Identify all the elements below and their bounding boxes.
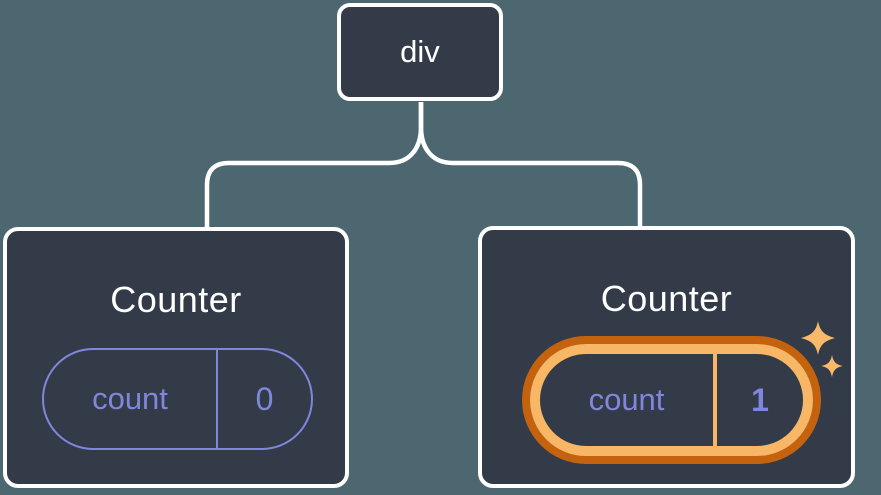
state-key-label: count: [588, 382, 665, 417]
component-card-right: Counter count 1: [478, 226, 855, 488]
connector-left-branch: [204, 102, 424, 228]
root-node: div: [337, 3, 503, 101]
component-card-left: Counter count 0: [3, 227, 349, 488]
root-node-label: div: [400, 34, 440, 69]
state-value: 1: [751, 381, 769, 418]
sparkle-large: [801, 321, 835, 355]
state-pill-divider: [713, 354, 717, 446]
state-value: 0: [255, 380, 274, 417]
component-title: Counter: [110, 279, 242, 320]
state-key-label: count: [92, 381, 168, 416]
state-pill-highlighted: count 1: [530, 344, 813, 456]
state-pill-divider: [216, 350, 218, 448]
sparkle-small: [821, 355, 843, 377]
connector-right-branch: [418, 102, 643, 228]
state-pill: count 0: [42, 348, 313, 450]
component-title: Counter: [600, 278, 733, 319]
sparkles-icon: [801, 321, 843, 377]
